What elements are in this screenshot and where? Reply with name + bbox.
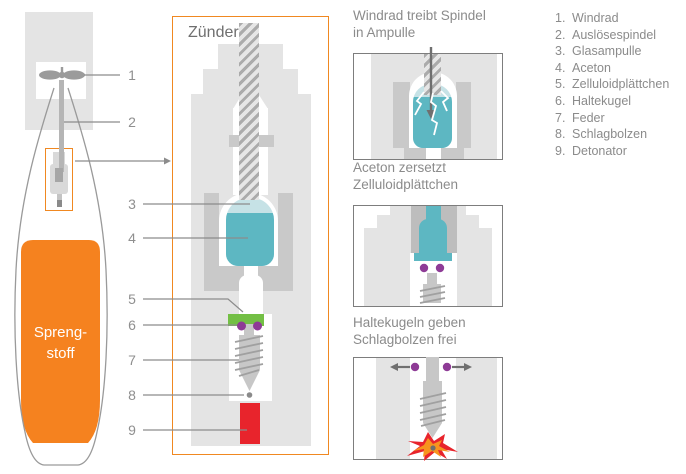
legend-item-5: 5. Zelluloidplättchen	[555, 76, 669, 93]
p1-pedestal-left	[404, 148, 426, 159]
legend-num-9: 9.	[555, 143, 566, 158]
step2-caption-line2: Zelluloidplättchen	[353, 176, 459, 192]
explosive-label-line1: Spreng-	[33, 324, 88, 341]
legend-item-8: 8. Schlagbolzen	[555, 126, 669, 143]
callout-1: 1	[128, 67, 136, 83]
callout-4: 4	[128, 230, 136, 246]
legend-label-3: Glasampulle	[572, 44, 642, 59]
zunder-detail-box: Zünder	[172, 16, 329, 455]
p2-acetone-bottle	[419, 219, 447, 257]
celluloid-plate	[228, 314, 264, 326]
collar-right	[259, 135, 274, 147]
p1-wall-right	[456, 82, 471, 148]
legend-num-2: 2.	[555, 27, 566, 42]
p2-dissolved-plate	[414, 253, 452, 261]
callout-3: 3	[128, 196, 136, 212]
legend-num-3: 3.	[555, 44, 566, 59]
legend-label-8: Schlagbolzen	[572, 127, 648, 142]
legend-label-7: Feder	[572, 110, 605, 125]
step2-caption: Aceton zersetzt Zelluloidplättchen	[353, 160, 458, 193]
collar-left	[229, 135, 242, 147]
striker-channel	[229, 314, 272, 401]
step1-panel	[353, 53, 503, 160]
step1-caption: Windrad treibt Spindel in Ampulle	[353, 8, 486, 41]
p1-pedestal-right	[441, 148, 464, 159]
chamber-wall-left	[204, 193, 219, 266]
legend-item-4: 4. Aceton	[555, 60, 669, 77]
step1-caption-line2: in Ampulle	[353, 24, 416, 40]
explosive-label: Spreng- stoff	[21, 322, 100, 364]
p2-step-tl1	[364, 206, 390, 215]
bottle-body	[239, 275, 263, 314]
legend-num-4: 4.	[555, 60, 566, 75]
legend-label-6: Haltekugel	[572, 93, 632, 108]
zunder-title: Zünder	[188, 24, 239, 41]
callout-7: 7	[128, 352, 136, 368]
step3-caption: Haltekugeln geben Schlagbolzen frei	[353, 315, 466, 348]
step1-caption-line1: Windrad treibt Spindel	[353, 8, 486, 23]
legend-label-4: Aceton	[572, 60, 611, 75]
step2-panel	[353, 205, 503, 307]
step2-caption-line1: Aceton zersetzt	[353, 160, 447, 175]
callout-2: 2	[128, 114, 136, 130]
step3-panel	[353, 357, 503, 460]
legend: 1. Windrad 2. Auslösespindel 3. Glasampulle…	[555, 10, 669, 159]
glass-ampoule	[226, 198, 274, 266]
legend-label-2: Auslösespindel	[572, 27, 657, 42]
p1-spindle	[424, 54, 441, 95]
step3-caption-line2: Schlagbolzen frei	[353, 331, 457, 347]
legend-num-5: 5.	[555, 77, 566, 92]
p2-acetone-stem	[426, 206, 441, 222]
propeller-shaft	[58, 80, 64, 172]
legend-item-2: 2. Auslösespindel	[555, 27, 669, 44]
p1-acetone	[413, 97, 452, 148]
p2-step-tl2	[364, 206, 377, 228]
legend-label-1: Windrad	[572, 11, 619, 25]
legend-label-9: Detonator	[572, 143, 627, 158]
detail-arrow	[75, 157, 171, 165]
legend-num-1: 1.	[555, 11, 566, 25]
mini-fuze-detonator	[57, 200, 62, 207]
chamber-wall-right	[278, 193, 293, 266]
legend-label-5: Zelluloidplättchen	[572, 77, 670, 92]
legend-item-1: 1. Windrad	[555, 10, 669, 27]
callout-8: 8	[128, 387, 136, 403]
legend-item-9: 9. Detonator	[555, 143, 669, 160]
p2-step-tr2	[479, 206, 492, 228]
release-spindle	[239, 23, 259, 200]
acetone-fill	[226, 213, 274, 266]
explosive-label-line2: stoff	[46, 345, 75, 362]
legend-num-8: 8.	[555, 127, 566, 142]
legend-num-6: 6.	[555, 93, 566, 108]
mini-fuze-hub	[55, 168, 63, 182]
p1-wall-left	[393, 82, 410, 148]
legend-num-7: 7.	[555, 110, 566, 125]
p3-wall-right	[456, 358, 497, 459]
step3-caption-line1: Haltekugeln geben	[353, 315, 466, 330]
callout-6: 6	[128, 317, 136, 333]
callout-9: 9	[128, 422, 136, 438]
detonator	[240, 403, 260, 444]
p3-wall-left	[376, 358, 410, 459]
legend-item-7: 7. Feder	[555, 110, 669, 127]
legend-item-3: 3. Glasampulle	[555, 43, 669, 60]
callout-5: 5	[128, 291, 136, 307]
legend-item-6: 6. Haltekugel	[555, 93, 669, 110]
